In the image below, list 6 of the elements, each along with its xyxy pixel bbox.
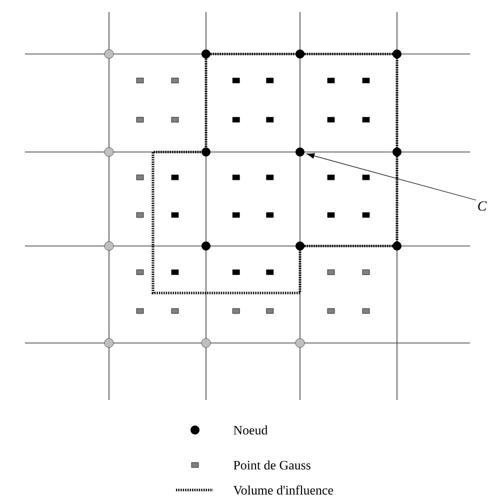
legend-label: Volume d'influence xyxy=(233,485,334,495)
legend-label: Point de Gauss xyxy=(234,460,310,470)
legend-label: Noeud xyxy=(234,425,268,435)
point-label: C xyxy=(478,201,487,211)
arrow xyxy=(306,153,476,200)
mesh-node xyxy=(296,148,304,156)
